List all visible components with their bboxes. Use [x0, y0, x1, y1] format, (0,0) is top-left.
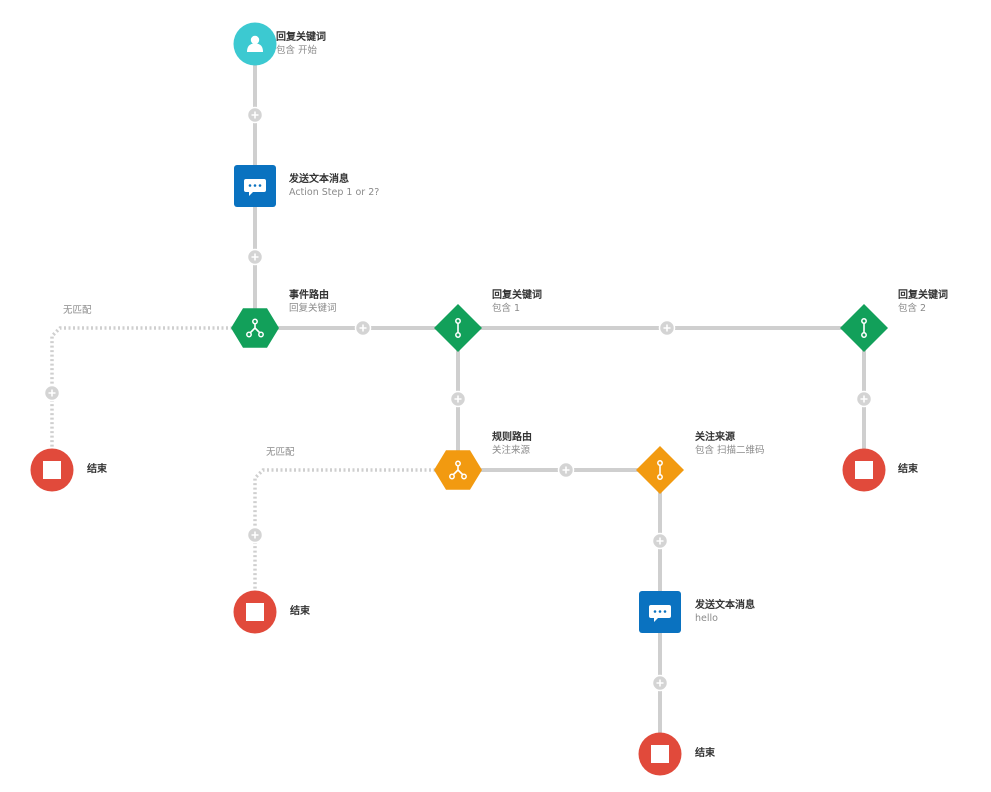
node-title: 关注来源 — [695, 432, 735, 443]
add-step-button[interactable] — [557, 461, 575, 479]
add-step-button[interactable] — [449, 390, 467, 408]
flow-node-msg2[interactable] — [639, 591, 681, 633]
stop-icon — [855, 461, 873, 479]
add-step-button[interactable] — [651, 674, 669, 692]
plus-icon — [860, 395, 868, 403]
flow-node-end4[interactable] — [638, 732, 682, 776]
plus-icon — [359, 324, 367, 332]
node-label-msg1: 发送文本消息 Action Step 1 or 2? — [289, 173, 379, 199]
condition-icon — [657, 460, 663, 480]
stop-icon — [651, 745, 669, 763]
node-title: 结束 — [87, 464, 107, 475]
add-step-button[interactable] — [651, 532, 669, 550]
node-subtitle: Action Step 1 or 2? — [289, 187, 380, 198]
node-title: 结束 — [695, 748, 715, 759]
node-subtitle: hello — [695, 613, 718, 624]
add-step-button[interactable] — [855, 390, 873, 408]
plus-icon — [663, 324, 671, 332]
add-step-button[interactable] — [658, 319, 676, 337]
add-step-buttons — [43, 106, 873, 692]
branch-icon — [449, 460, 467, 480]
node-label-router2: 规则路由 关注来源 — [492, 431, 532, 457]
no-match-label: 无匹配 — [266, 447, 295, 458]
plus-icon — [562, 466, 570, 474]
node-title: 规则路由 — [492, 432, 532, 443]
add-step-button[interactable] — [43, 384, 61, 402]
node-label-end3: 结束 — [898, 463, 918, 476]
node-subtitle: 关注来源 — [492, 445, 531, 456]
plus-icon — [251, 531, 259, 539]
flow-nodes — [30, 22, 888, 776]
flow-node-end1[interactable] — [30, 448, 74, 492]
node-label-msg2: 发送文本消息 hello — [695, 599, 755, 625]
chat-bubble-icon — [244, 179, 266, 196]
chat-bubble-icon — [649, 605, 671, 622]
node-subtitle: 包含 2 — [898, 303, 927, 314]
node-title: 回复关键词 — [276, 32, 326, 43]
plus-icon — [656, 679, 664, 687]
condition-icon — [861, 318, 867, 338]
no-match-connector — [50, 326, 255, 470]
node-title: 发送文本消息 — [289, 174, 349, 185]
plus-icon — [656, 537, 664, 545]
flow-node-cond2[interactable] — [840, 304, 888, 352]
stop-icon — [246, 603, 264, 621]
condition-icon — [455, 318, 461, 338]
node-label-cond2: 回复关键词 包含 2 — [898, 289, 948, 315]
add-step-button[interactable] — [354, 319, 372, 337]
flow-node-router1[interactable] — [231, 308, 279, 348]
node-subtitle: 回复关键词 — [289, 303, 337, 314]
flow-node-cond1[interactable] — [434, 304, 482, 352]
node-title: 结束 — [898, 464, 918, 475]
node-label-end1: 结束 — [87, 463, 107, 476]
flow-node-cond3[interactable] — [636, 446, 684, 494]
branch-icon — [246, 318, 264, 338]
stop-icon — [43, 461, 61, 479]
plus-icon — [251, 111, 259, 119]
node-label-cond1: 回复关键词 包含 1 — [492, 289, 542, 315]
flow-node-end2[interactable] — [233, 590, 277, 634]
no-match-connector — [253, 468, 458, 612]
flow-node-router2[interactable] — [434, 450, 482, 490]
node-title: 结束 — [290, 606, 310, 617]
add-step-button[interactable] — [246, 248, 264, 266]
flow-node-msg1[interactable] — [234, 165, 276, 207]
flow-node-end3[interactable] — [842, 448, 886, 492]
plus-icon — [48, 389, 56, 397]
node-label-end2: 结束 — [290, 605, 310, 618]
user-icon — [247, 35, 263, 52]
plus-icon — [251, 253, 259, 261]
plus-icon — [454, 395, 462, 403]
node-subtitle: 包含 开始 — [276, 45, 318, 56]
node-label-start: 回复关键词 包含 开始 — [276, 31, 326, 57]
node-subtitle: 包含 扫描二维码 — [695, 445, 765, 456]
node-label-router1: 事件路由 回复关键词 — [289, 289, 337, 315]
add-step-button[interactable] — [246, 526, 264, 544]
node-title: 发送文本消息 — [695, 600, 755, 611]
node-label-cond3: 关注来源 包含 扫描二维码 — [695, 431, 765, 457]
flow-node-start[interactable] — [233, 22, 277, 66]
add-step-button[interactable] — [246, 106, 264, 124]
node-title: 回复关键词 — [898, 290, 948, 301]
node-label-end4: 结束 — [695, 747, 715, 760]
no-match-label: 无匹配 — [63, 305, 92, 316]
node-subtitle: 包含 1 — [492, 303, 521, 314]
node-title: 回复关键词 — [492, 290, 542, 301]
node-title: 事件路由 — [289, 290, 329, 301]
